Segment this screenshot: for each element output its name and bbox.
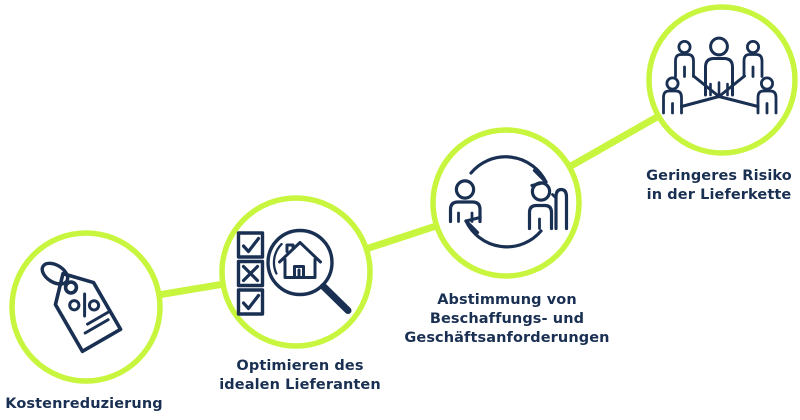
house-icon	[278, 241, 322, 279]
person-lower-left	[662, 76, 683, 115]
people-network-icon	[662, 36, 778, 115]
top-arrow-arc	[469, 155, 548, 184]
step-label-2: Optimieren des idealen Lieferanten	[219, 358, 381, 393]
step-circle-4	[646, 4, 798, 156]
people-exchange-arrows-icon	[448, 155, 569, 249]
magnifier-handle	[320, 283, 352, 314]
lens-highlight	[272, 242, 283, 275]
bottom-arrow-arc	[464, 219, 543, 249]
percent-dot-right	[87, 299, 101, 312]
percent-slash	[83, 292, 87, 318]
checkbox-1	[236, 231, 265, 259]
step-label-3: Abstimmung von Beschaffungs- und Geschäf…	[404, 292, 610, 346]
person-upper-right	[742, 39, 764, 78]
magnifier-lens	[266, 228, 334, 297]
tag-string-loop	[40, 261, 70, 286]
tag-hole	[63, 280, 79, 295]
price-tag-percent-icon	[40, 261, 123, 354]
percent-dot-left	[68, 299, 81, 312]
checklist-magnifier-house-icon	[236, 228, 352, 316]
raised-arm	[554, 187, 569, 231]
person-center	[704, 36, 734, 97]
check-icon	[241, 236, 261, 254]
bottom-arrowhead	[464, 215, 482, 235]
step-label-4: Geringeres Risiko in der Lieferkette	[646, 168, 792, 203]
tag-text-line-2	[83, 318, 110, 335]
person-upper-left	[674, 39, 695, 78]
checkbox-2	[236, 259, 265, 288]
check-icon	[241, 293, 261, 311]
person-right-raised-hand	[527, 181, 569, 231]
step-circle-3	[430, 127, 582, 279]
tag-outline	[53, 271, 123, 354]
step-label-1: Kostenreduzierung	[5, 396, 163, 412]
connector-lines	[85, 76, 724, 311]
tag-text-line-1	[86, 310, 111, 326]
person-left	[448, 179, 482, 224]
person-lower-right	[756, 76, 778, 115]
checkbox-3	[236, 288, 265, 316]
x-icon	[241, 264, 260, 283]
